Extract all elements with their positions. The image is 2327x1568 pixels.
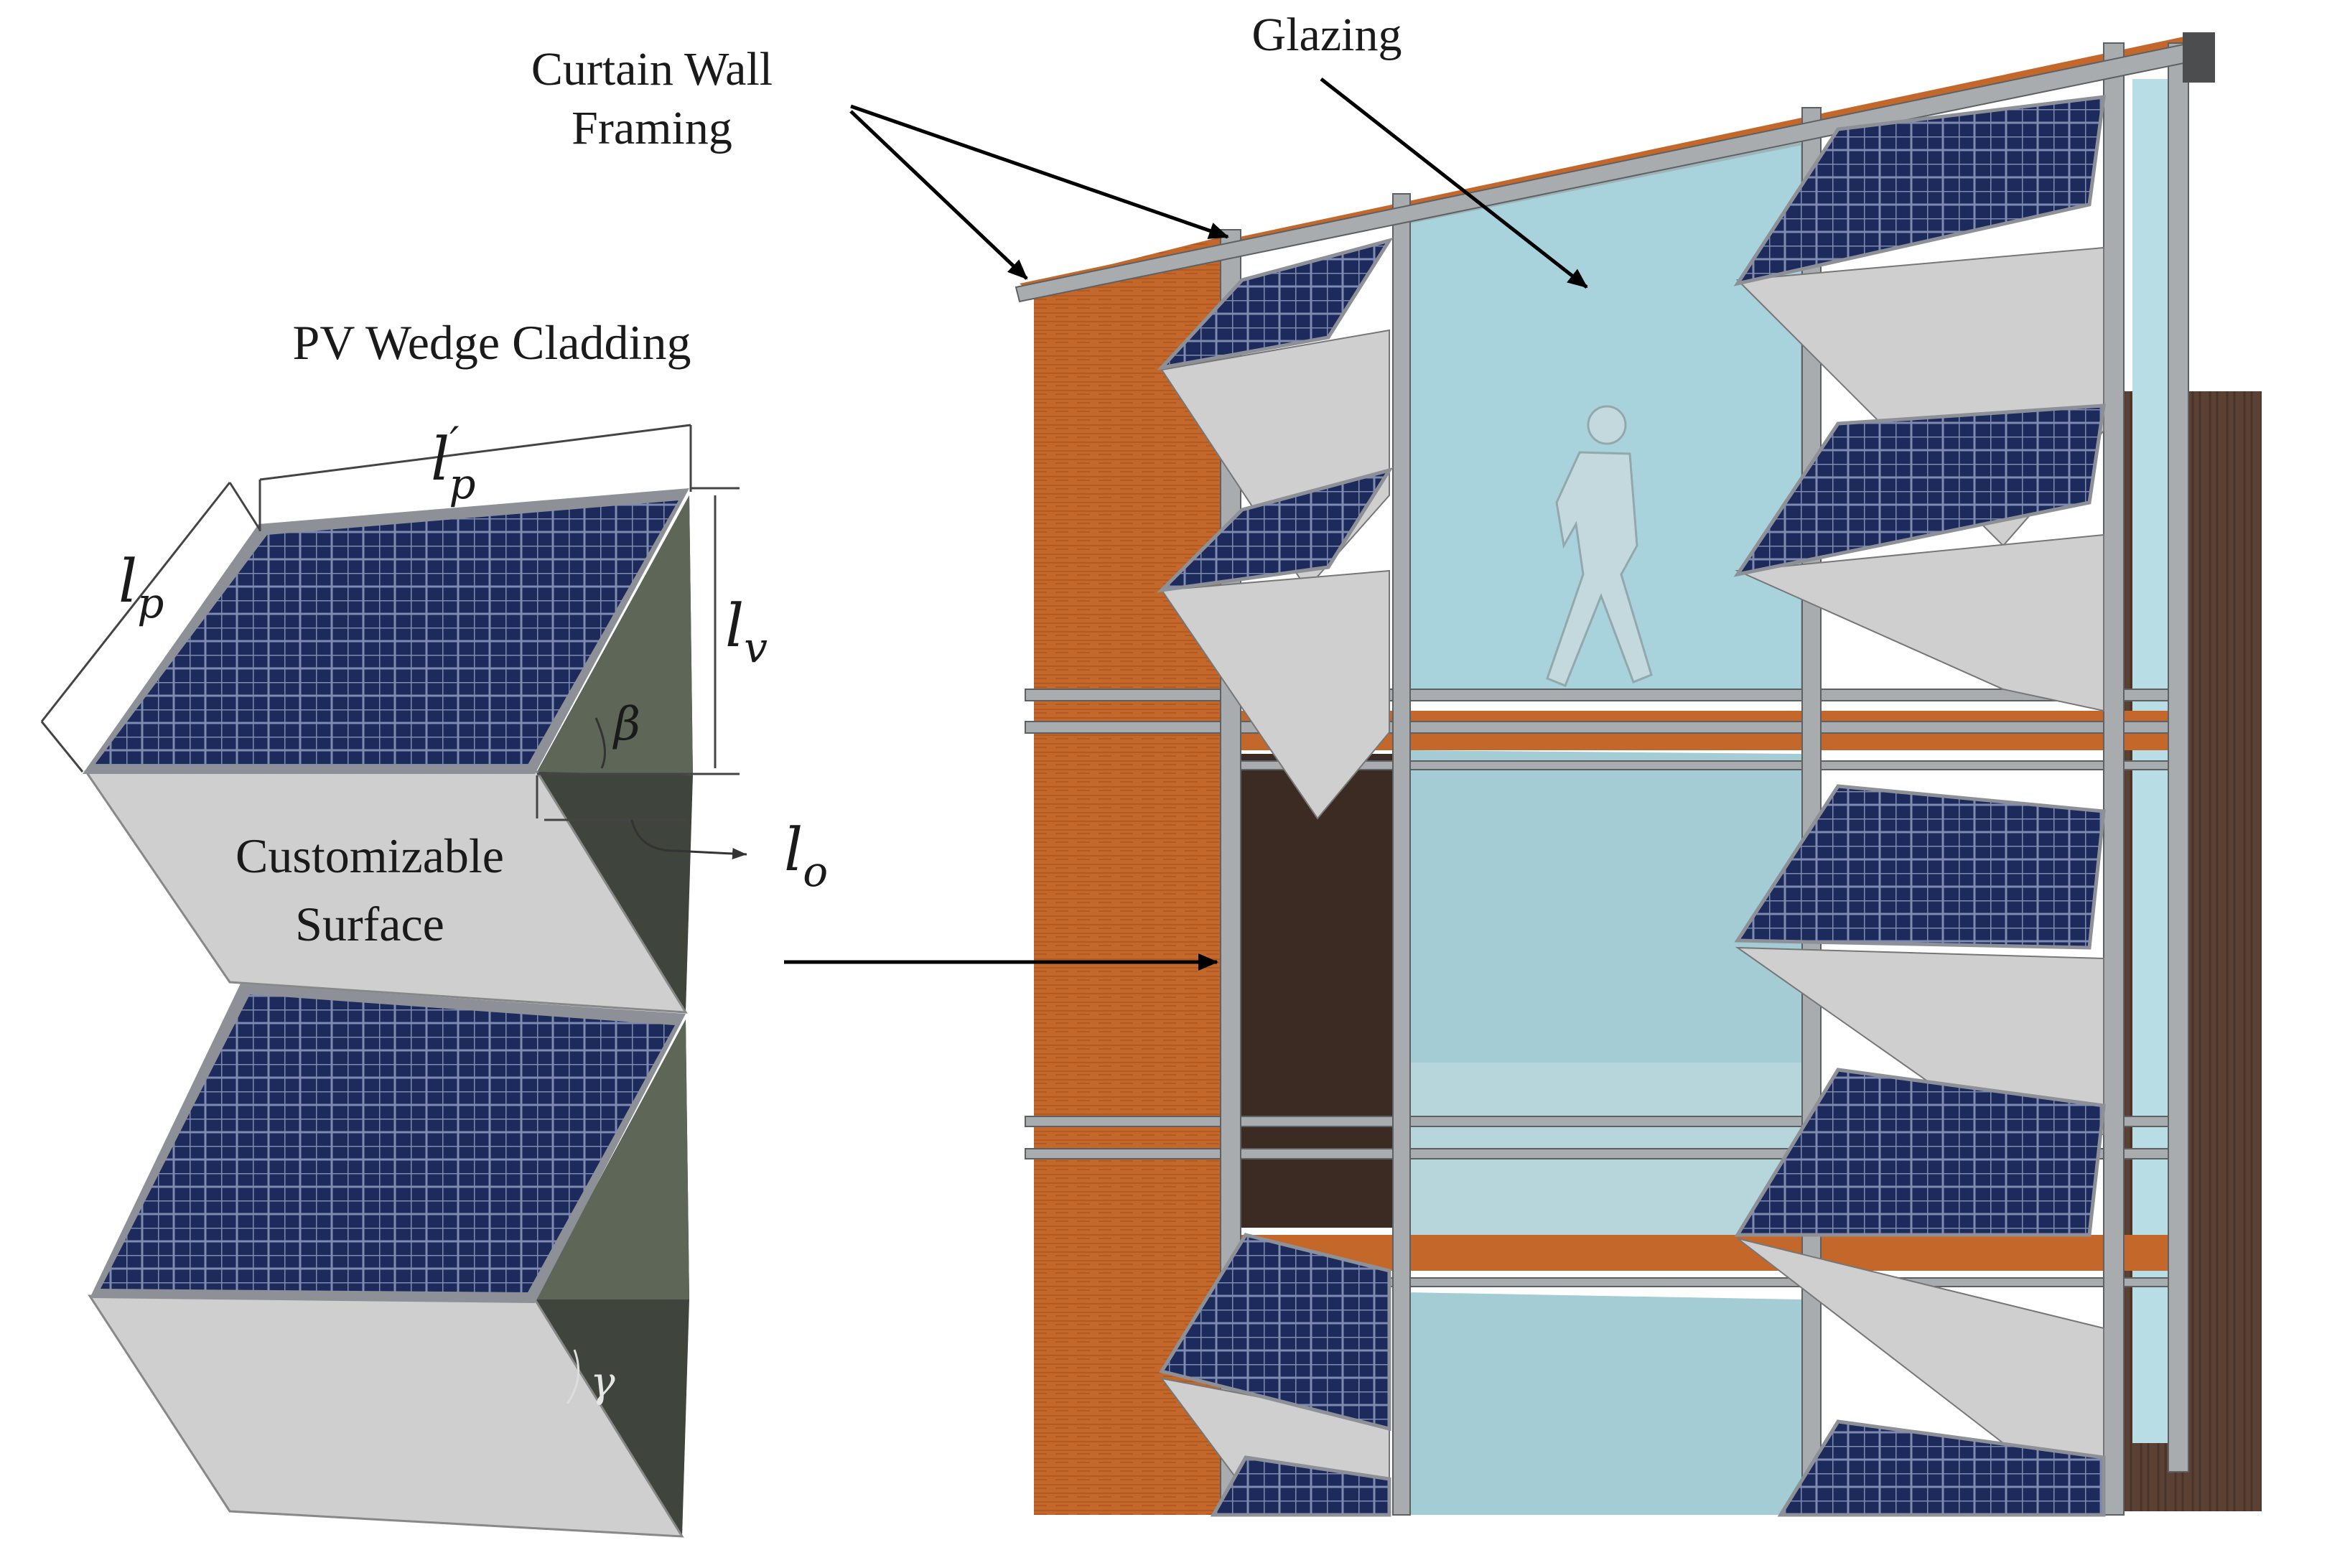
facade-pv-wedges-right — [1733, 95, 2106, 1517]
lower-pv-panel — [101, 994, 675, 1292]
customizable-surface-label-line1: Customizable — [236, 829, 504, 883]
top-rail-endcap — [2183, 32, 2215, 83]
lo-dimension-label: lo — [784, 816, 828, 896]
building-facade — [1015, 32, 2262, 1517]
glazing-bottom-bay — [1407, 1292, 1802, 1515]
glazing-label: Glazing — [1252, 9, 1402, 61]
lv-dimension-label: lv — [725, 592, 768, 672]
lo-leader — [630, 819, 747, 859]
curtain-wall-label-line2: Framing — [572, 102, 732, 154]
glazing-arrow — [1320, 78, 1588, 289]
customizable-surface-label-line2: Surface — [295, 897, 444, 951]
pv-wedge-module — [40, 424, 747, 1538]
upper-wedge-inner-side — [537, 495, 693, 775]
gamma-angle-label: γ — [590, 1358, 615, 1406]
lower-wedge-inner-side — [535, 1019, 689, 1299]
curtain-wall-label-line1: Curtain Wall — [531, 43, 773, 95]
floor-band-2 — [1221, 1235, 2176, 1271]
upper-pv-panel — [95, 500, 678, 765]
facade-pv-wedges-left — [1156, 237, 1394, 1517]
wood-wall-panel — [1034, 237, 1221, 1515]
lp-prime-dimension-label: l′p — [431, 418, 476, 508]
beta-angle-label: β — [612, 698, 640, 751]
beta-arc — [594, 717, 606, 769]
dimension-lines — [40, 424, 740, 821]
pv-wedge-cladding-label: PV Wedge Cladding — [293, 315, 691, 370]
curtain-wall-arrow-left — [849, 110, 1028, 280]
person-silhouette — [1546, 405, 1653, 687]
curtain-wall-arrow-right — [850, 104, 1229, 239]
gamma-arc — [566, 1349, 580, 1404]
callout-arrows — [784, 78, 1588, 971]
lp-dimension-label: lp — [118, 548, 164, 627]
curtain-wall-mullions-vertical — [1220, 42, 2189, 1516]
